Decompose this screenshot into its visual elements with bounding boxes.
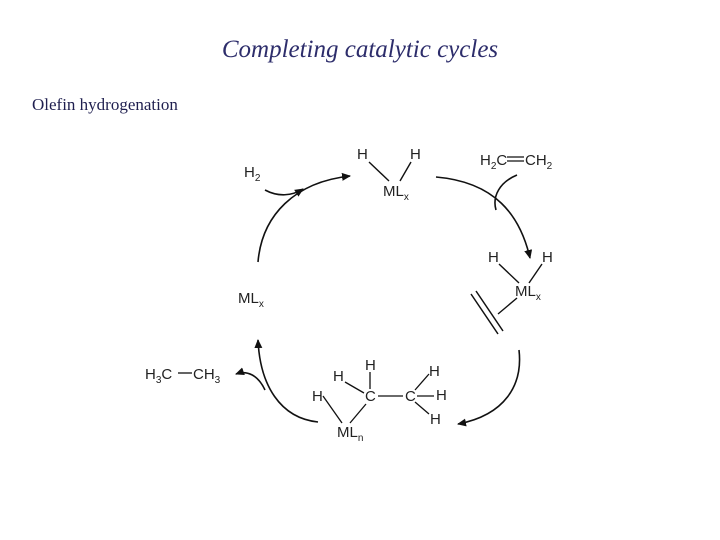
metal-label: MLx	[383, 183, 409, 203]
cycle-arrow-top-left	[257, 172, 351, 263]
cycle-arrow-bottom-right	[457, 349, 521, 427]
hydride-label: H	[357, 146, 368, 163]
h2-entry-arrow	[264, 188, 304, 197]
carbon-label: C	[365, 388, 376, 405]
metal-label: MLx	[515, 283, 541, 303]
hydrogen-label: H	[312, 388, 323, 405]
hydrogen-label: H	[436, 387, 447, 404]
svg-text:CH2: CH2	[525, 152, 553, 172]
hydride-label: H	[365, 357, 376, 374]
hydrogen-label: H	[430, 411, 441, 428]
metal-label: MLn	[337, 424, 363, 444]
hydride-label: H	[410, 146, 421, 163]
hydrogen-label: H	[333, 368, 344, 385]
carbon-label: C	[405, 388, 416, 405]
ethylene-reagent: H2C CH2	[480, 152, 553, 172]
catalyst-label: MLx	[238, 290, 264, 310]
olefin-dihydride-complex: H H MLx	[470, 249, 553, 335]
hydride-label: H	[488, 249, 499, 266]
svg-text:H2C: H2C	[480, 152, 507, 172]
top-dihydride-complex: H H MLx	[357, 146, 421, 203]
cycle-arrow-bottom-left	[254, 339, 319, 423]
ethane-product: H3C CH3	[145, 366, 221, 386]
ethylene-entry-arrow	[494, 174, 518, 211]
svg-text:H3C: H3C	[145, 366, 172, 386]
cycle-arrow-top-right	[435, 176, 533, 259]
hydrogen-label: H	[429, 363, 440, 380]
alkyl-hydride-complex: H H H C C H H H MLn	[312, 357, 447, 444]
svg-text:CH3: CH3	[193, 366, 221, 386]
h2-reagent-label: H2	[244, 164, 261, 184]
product-exit-arrow	[235, 367, 266, 391]
slide-subtitle: Olefin hydrogenation	[32, 95, 178, 114]
hydride-label: H	[542, 249, 553, 266]
slide-title: Completing catalytic cycles	[221, 36, 499, 63]
